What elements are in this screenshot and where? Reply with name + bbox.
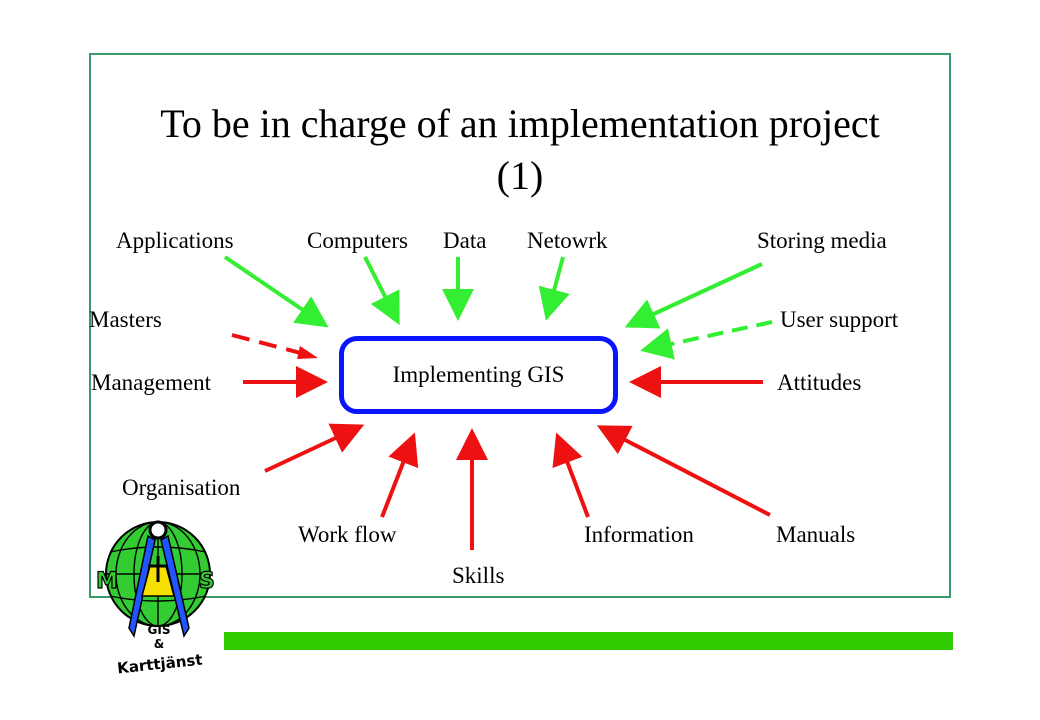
mds-gis-karttjanst-logo: M S GIS & Karttjänst [95, 520, 215, 678]
label-masters: Masters [89, 307, 162, 332]
logo-letter-m: M [96, 569, 118, 594]
arrow-work-flow [380, 432, 419, 518]
slide-title-line1: To be in charge of an implementation pro… [160, 101, 880, 146]
logo-text-karttjanst: Karttjänst [116, 651, 203, 678]
label-attitudes: Attitudes [777, 370, 862, 395]
label-skills: Skills [452, 563, 505, 588]
label-data: Data [443, 228, 487, 253]
arrow-information [552, 432, 590, 518]
label-management: Management [91, 370, 212, 395]
slide-title-line2: (1) [496, 153, 544, 198]
label-applications: Applications [116, 228, 234, 253]
slide-frame [89, 53, 951, 598]
arrow-manuals [596, 425, 771, 517]
logo-text-gis: GIS [148, 623, 171, 637]
label-work-flow: Work flow [298, 522, 397, 547]
label-user-support: User support [780, 307, 899, 332]
arrow-network [538, 256, 570, 321]
label-manuals: Manuals [776, 522, 856, 547]
logo-letter-s: S [199, 569, 215, 594]
implementing-gis-label: Implementing GIS [392, 362, 565, 387]
label-computers: Computers [307, 228, 408, 253]
label-information: Information [584, 522, 694, 547]
arrow-organisation [264, 423, 365, 473]
logo-text-amp: & [154, 637, 164, 651]
implementing-gis-box: Implementing GIS [339, 336, 618, 414]
arrow-computers [363, 256, 400, 326]
arrow-applications [223, 255, 329, 328]
footer-green-bar [224, 632, 953, 650]
label-network: Netowrk [527, 228, 608, 253]
arrow-masters-head [297, 346, 318, 359]
arrow-user-support [640, 320, 773, 360]
arrow-storing-media [624, 262, 763, 329]
label-organisation: Organisation [122, 475, 241, 500]
label-storing-media: Storing media [757, 228, 887, 253]
